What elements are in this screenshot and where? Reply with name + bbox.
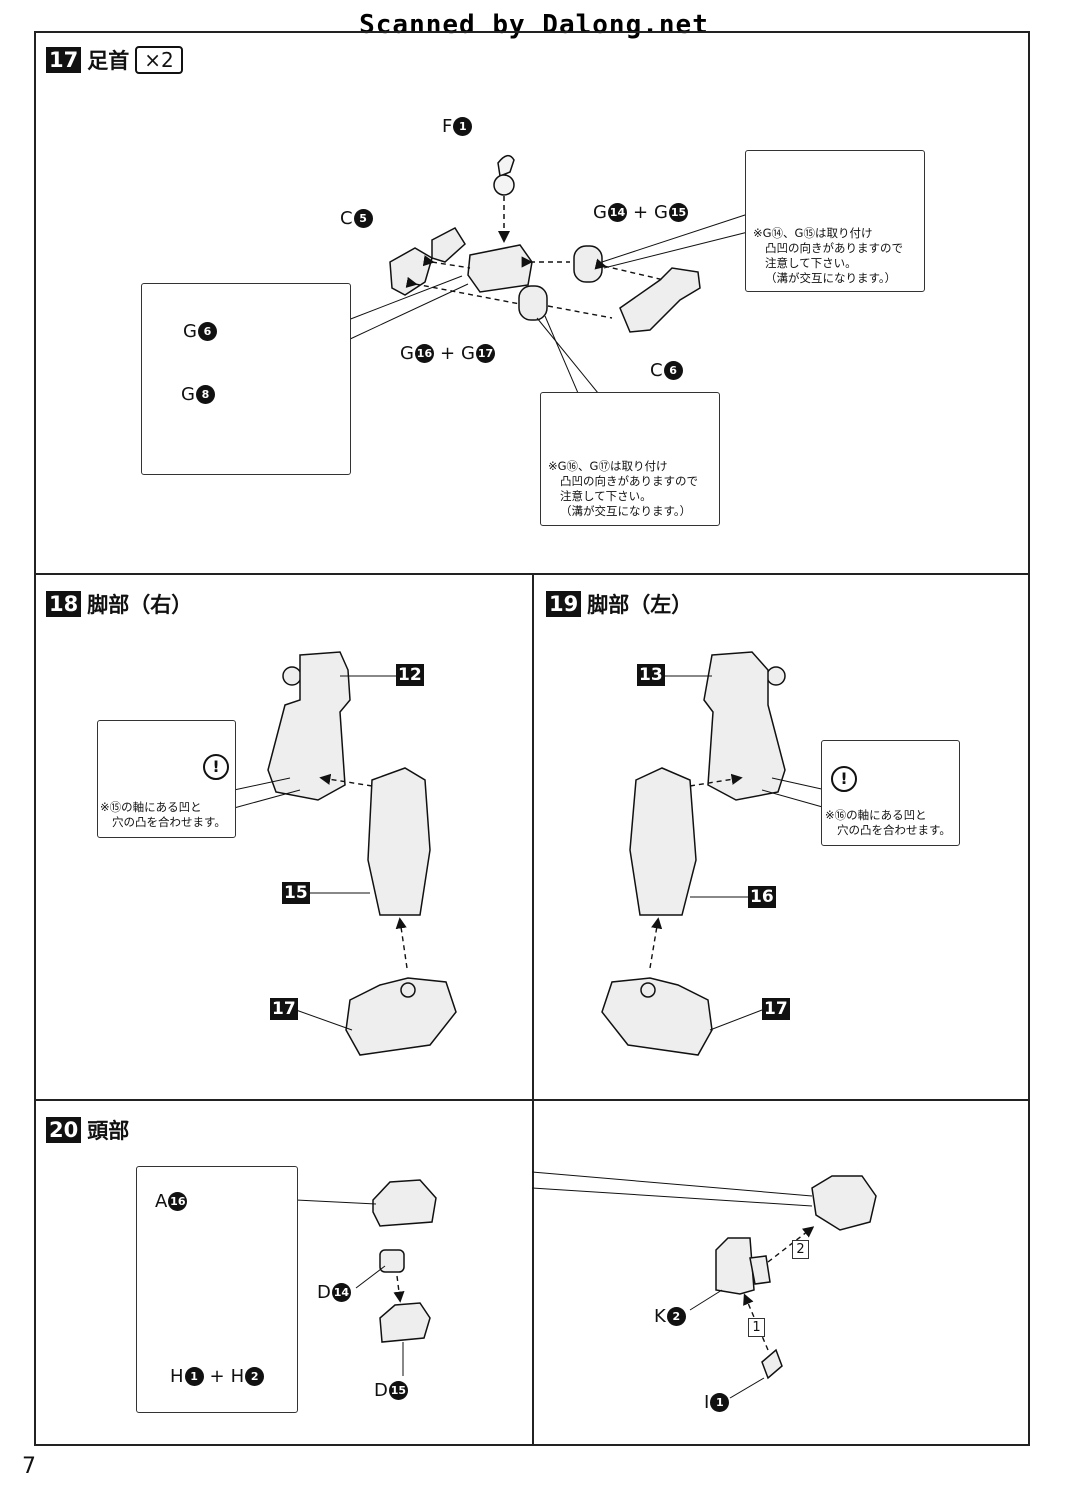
detail-note-right: ※⑮の軸にある凹と 穴の凸を合わせます。 [100, 800, 226, 829]
part-number-12: 12 [396, 664, 424, 686]
step-19-heading: 19 脚部（左） [546, 589, 692, 619]
divider-vertical-18-19 [532, 573, 534, 1100]
right-leg-parts [267, 651, 457, 1056]
step-title: 足首 [87, 49, 130, 73]
step-title: 脚部（左） [587, 593, 693, 617]
step-title: 脚部（右） [87, 593, 193, 617]
step-title: 頭部 [87, 1119, 130, 1143]
note-lower-text: ※G⑯、G⑰は取り付け 凸凹の向きがありますので 注意して下さい。 （溝が交互に… [548, 459, 698, 518]
page-number: 7 [22, 1454, 36, 1479]
step-number: 17 [46, 47, 82, 73]
step-number: 19 [546, 591, 582, 617]
part-number-17: 17 [270, 998, 298, 1020]
note-callout-lower [540, 392, 720, 526]
detail-callout-left [821, 740, 960, 846]
ankle-body-part [389, 227, 701, 333]
note-upper-text: ※G⑭、G⑮は取り付け 凸凹の向きがありますので 注意して下さい。 （溝が交互に… [753, 226, 903, 285]
part-number-17: 17 [762, 998, 790, 1020]
warning-icon: ! [831, 766, 857, 792]
step-18-heading: 18 脚部（右） [46, 589, 192, 619]
warning-icon: ! [203, 754, 229, 780]
note-callout-upper [745, 150, 925, 292]
step-number: 18 [46, 591, 82, 617]
scanner-watermark: Scanned by Dalong.net [359, 10, 709, 40]
order-step-2: 2 [792, 1240, 809, 1259]
head-parts [199, 1175, 877, 1380]
part-number-13: 13 [637, 664, 665, 686]
ball-joint-part [493, 154, 515, 196]
step-number: 20 [46, 1117, 82, 1143]
subassembly-inset [141, 283, 351, 475]
step-17-heading: 17 足首 ×2 [46, 45, 183, 75]
divider-vertical-20 [532, 1099, 534, 1446]
step-20-heading: 20 頭部 [46, 1115, 129, 1145]
left-leg-parts [601, 651, 786, 1056]
part-number-16: 16 [748, 886, 776, 908]
head-subassembly-inset [136, 1166, 298, 1413]
part-number-15: 15 [282, 882, 310, 904]
order-step-1: 1 [748, 1318, 765, 1337]
detail-note-left: ※⑯の軸にある凹と 穴の凸を合わせます。 [825, 808, 951, 837]
quantity-multiplier: ×2 [135, 46, 183, 74]
